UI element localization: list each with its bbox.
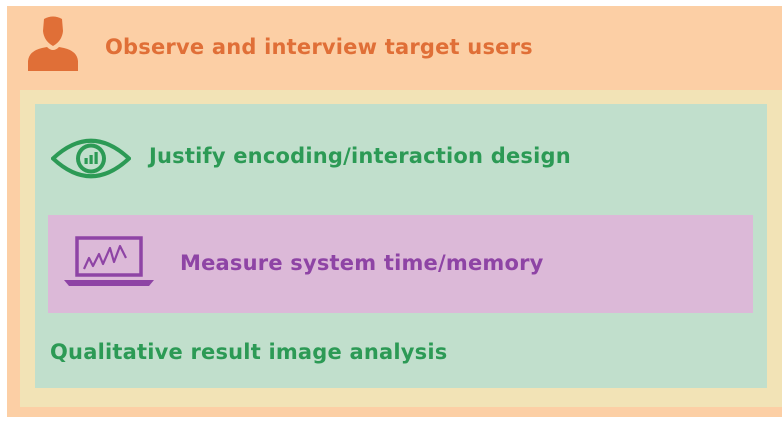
middle-level-label: Justify encoding/interaction design [149, 144, 571, 168]
laptop-chart-icon [64, 236, 154, 286]
inner-level-label: Measure system time/memory [180, 251, 544, 275]
inner-level-box [48, 215, 753, 313]
person-icon [28, 16, 78, 71]
bottom-level-label: Qualitative result image analysis [50, 340, 448, 364]
outer-level-label: Observe and interview target users [105, 35, 533, 59]
eye-icon [51, 138, 131, 179]
